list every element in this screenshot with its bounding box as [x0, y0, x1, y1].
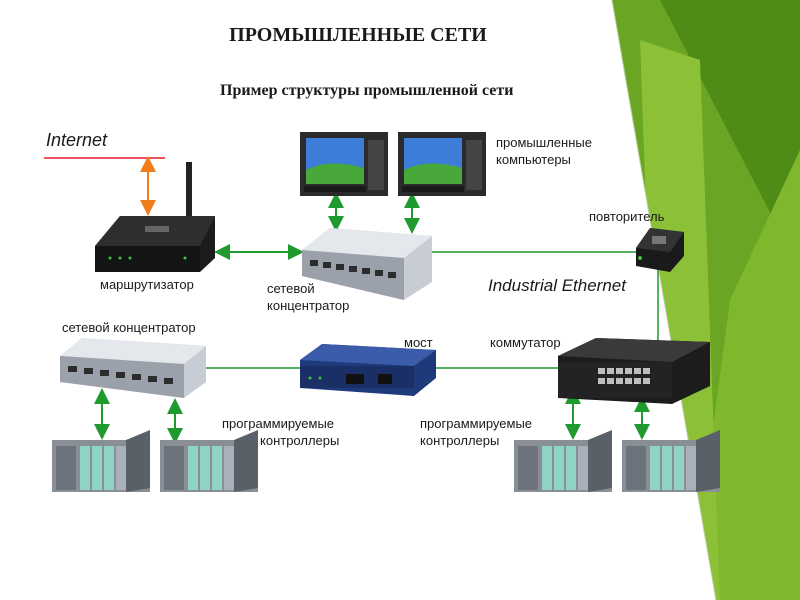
- plc-right-label-line2: контроллеры: [420, 433, 500, 448]
- plc-left-label-line2: контроллеры: [260, 433, 340, 448]
- internet-label: Internet: [46, 130, 108, 150]
- hub-left-label: сетевой концентратор: [62, 320, 196, 335]
- slide-title: ПРОМЫШЛЕННЫЕ СЕТИ: [229, 24, 487, 46]
- industrial-ethernet-label: Industrial Ethernet: [488, 276, 626, 295]
- plc-2: [160, 430, 258, 492]
- network-hub-center: [302, 228, 432, 300]
- slide-subtitle: Пример структуры промышленной сети: [220, 82, 514, 99]
- industrial-computer-1: [300, 132, 388, 196]
- bridge-device: [300, 344, 436, 396]
- plc-3: [514, 430, 612, 492]
- computers-label-line2: компьютеры: [496, 152, 571, 167]
- plc-left-label-line1: программируемые: [222, 416, 335, 431]
- plc-4: [622, 430, 720, 492]
- repeater-device: [636, 228, 684, 272]
- network-hub-left: [60, 338, 206, 398]
- plc-right-label-line1: программируемые: [420, 416, 533, 431]
- bridge-label: мост: [404, 335, 433, 350]
- plc-1: [52, 430, 150, 492]
- computers-label-line1: промышленные: [496, 135, 592, 150]
- router-label: маршрутизатор: [100, 277, 194, 292]
- panel-edge: [611, 0, 717, 600]
- switch-label: коммутатор: [490, 335, 561, 350]
- repeater-label: повторитель: [589, 209, 665, 224]
- router-device: [95, 162, 215, 272]
- switch-device: [558, 338, 710, 404]
- hub-center-label-line2: концентратор: [267, 298, 350, 313]
- industrial-computer-2: [398, 132, 486, 196]
- hub-center-label-line1: сетевой: [267, 281, 315, 296]
